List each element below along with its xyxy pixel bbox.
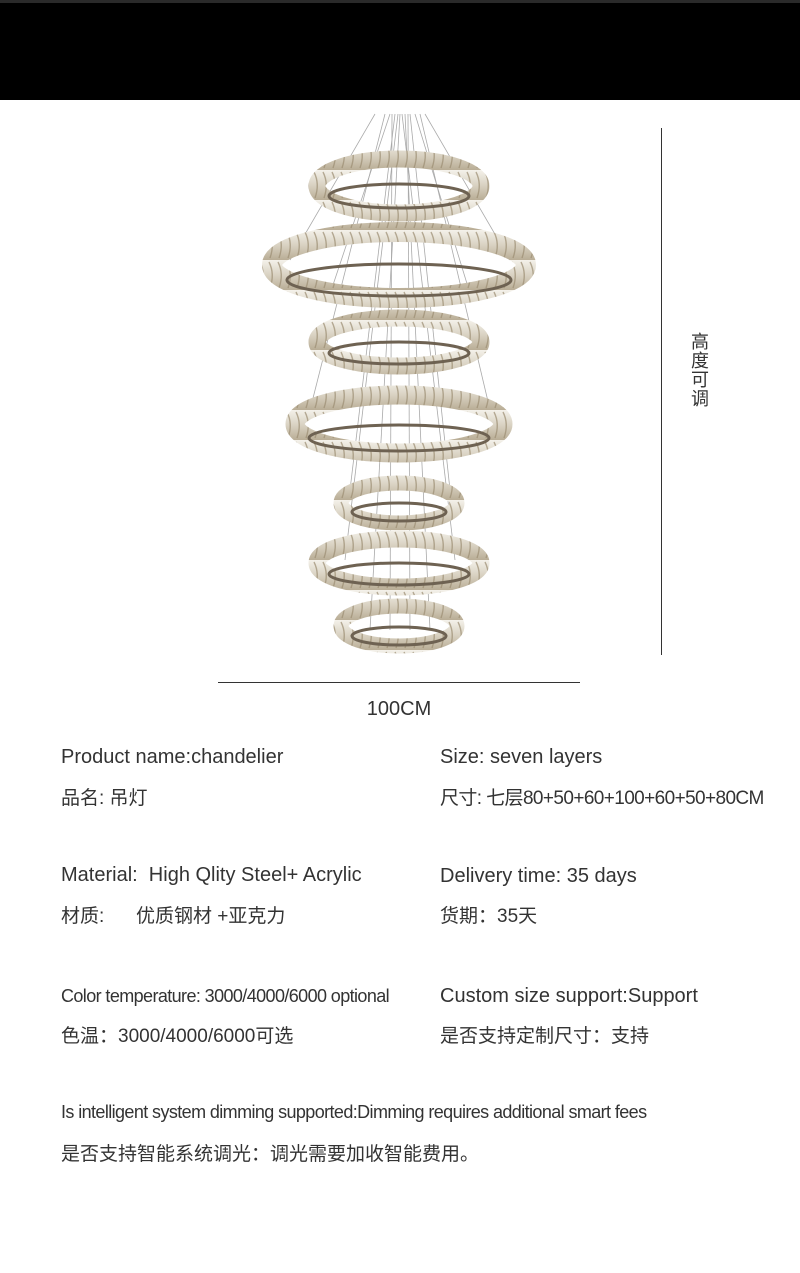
ring-layer-7 bbox=[333, 598, 465, 654]
height-dimension-label: 高度可调 bbox=[689, 332, 709, 408]
delivery-en: Delivery time: 35 days bbox=[440, 865, 637, 887]
ring-layer-4 bbox=[285, 385, 513, 463]
color-temperature-en: Color temperature: 3000/4000/6000 option… bbox=[61, 986, 390, 1006]
size-cn: 尺寸: 七层80+50+60+100+60+50+80CM bbox=[440, 788, 764, 809]
width-dimension-line bbox=[218, 682, 580, 683]
ring-layer-3 bbox=[308, 309, 490, 375]
size-en: Size: seven layers bbox=[440, 746, 603, 768]
ring-layer-5 bbox=[333, 475, 465, 531]
height-dimension-line bbox=[661, 128, 662, 655]
ring-layer-6 bbox=[308, 530, 490, 596]
dimming-cn: 是否支持智能系统调光：调光需要加收智能费用。 bbox=[61, 1144, 480, 1165]
chandelier-image bbox=[262, 113, 536, 654]
material-cn: 材质: 优质钢材 +亚克力 bbox=[61, 906, 286, 927]
material-en: Material: High Qlity Steel+ Acrylic bbox=[61, 864, 362, 886]
custom-size-cn: 是否支持定制尺寸：支持 bbox=[440, 1026, 650, 1047]
color-temperature-cn: 色温：3000/4000/6000可选 bbox=[61, 1026, 294, 1047]
delivery-cn: 货期：35天 bbox=[440, 906, 538, 927]
product-name-en: Product name:chandelier bbox=[61, 746, 284, 768]
product-name-cn: 品名: 吊灯 bbox=[61, 788, 148, 809]
top-black-banner bbox=[0, 0, 800, 100]
ring-layer-2 bbox=[262, 222, 536, 308]
banner-edge bbox=[0, 0, 800, 3]
custom-size-en: Custom size support:Support bbox=[440, 985, 698, 1007]
width-dimension-label: 100CM bbox=[366, 698, 432, 720]
ring-layer-1 bbox=[308, 150, 490, 222]
dimming-en: Is intelligent system dimming supported:… bbox=[61, 1102, 647, 1122]
